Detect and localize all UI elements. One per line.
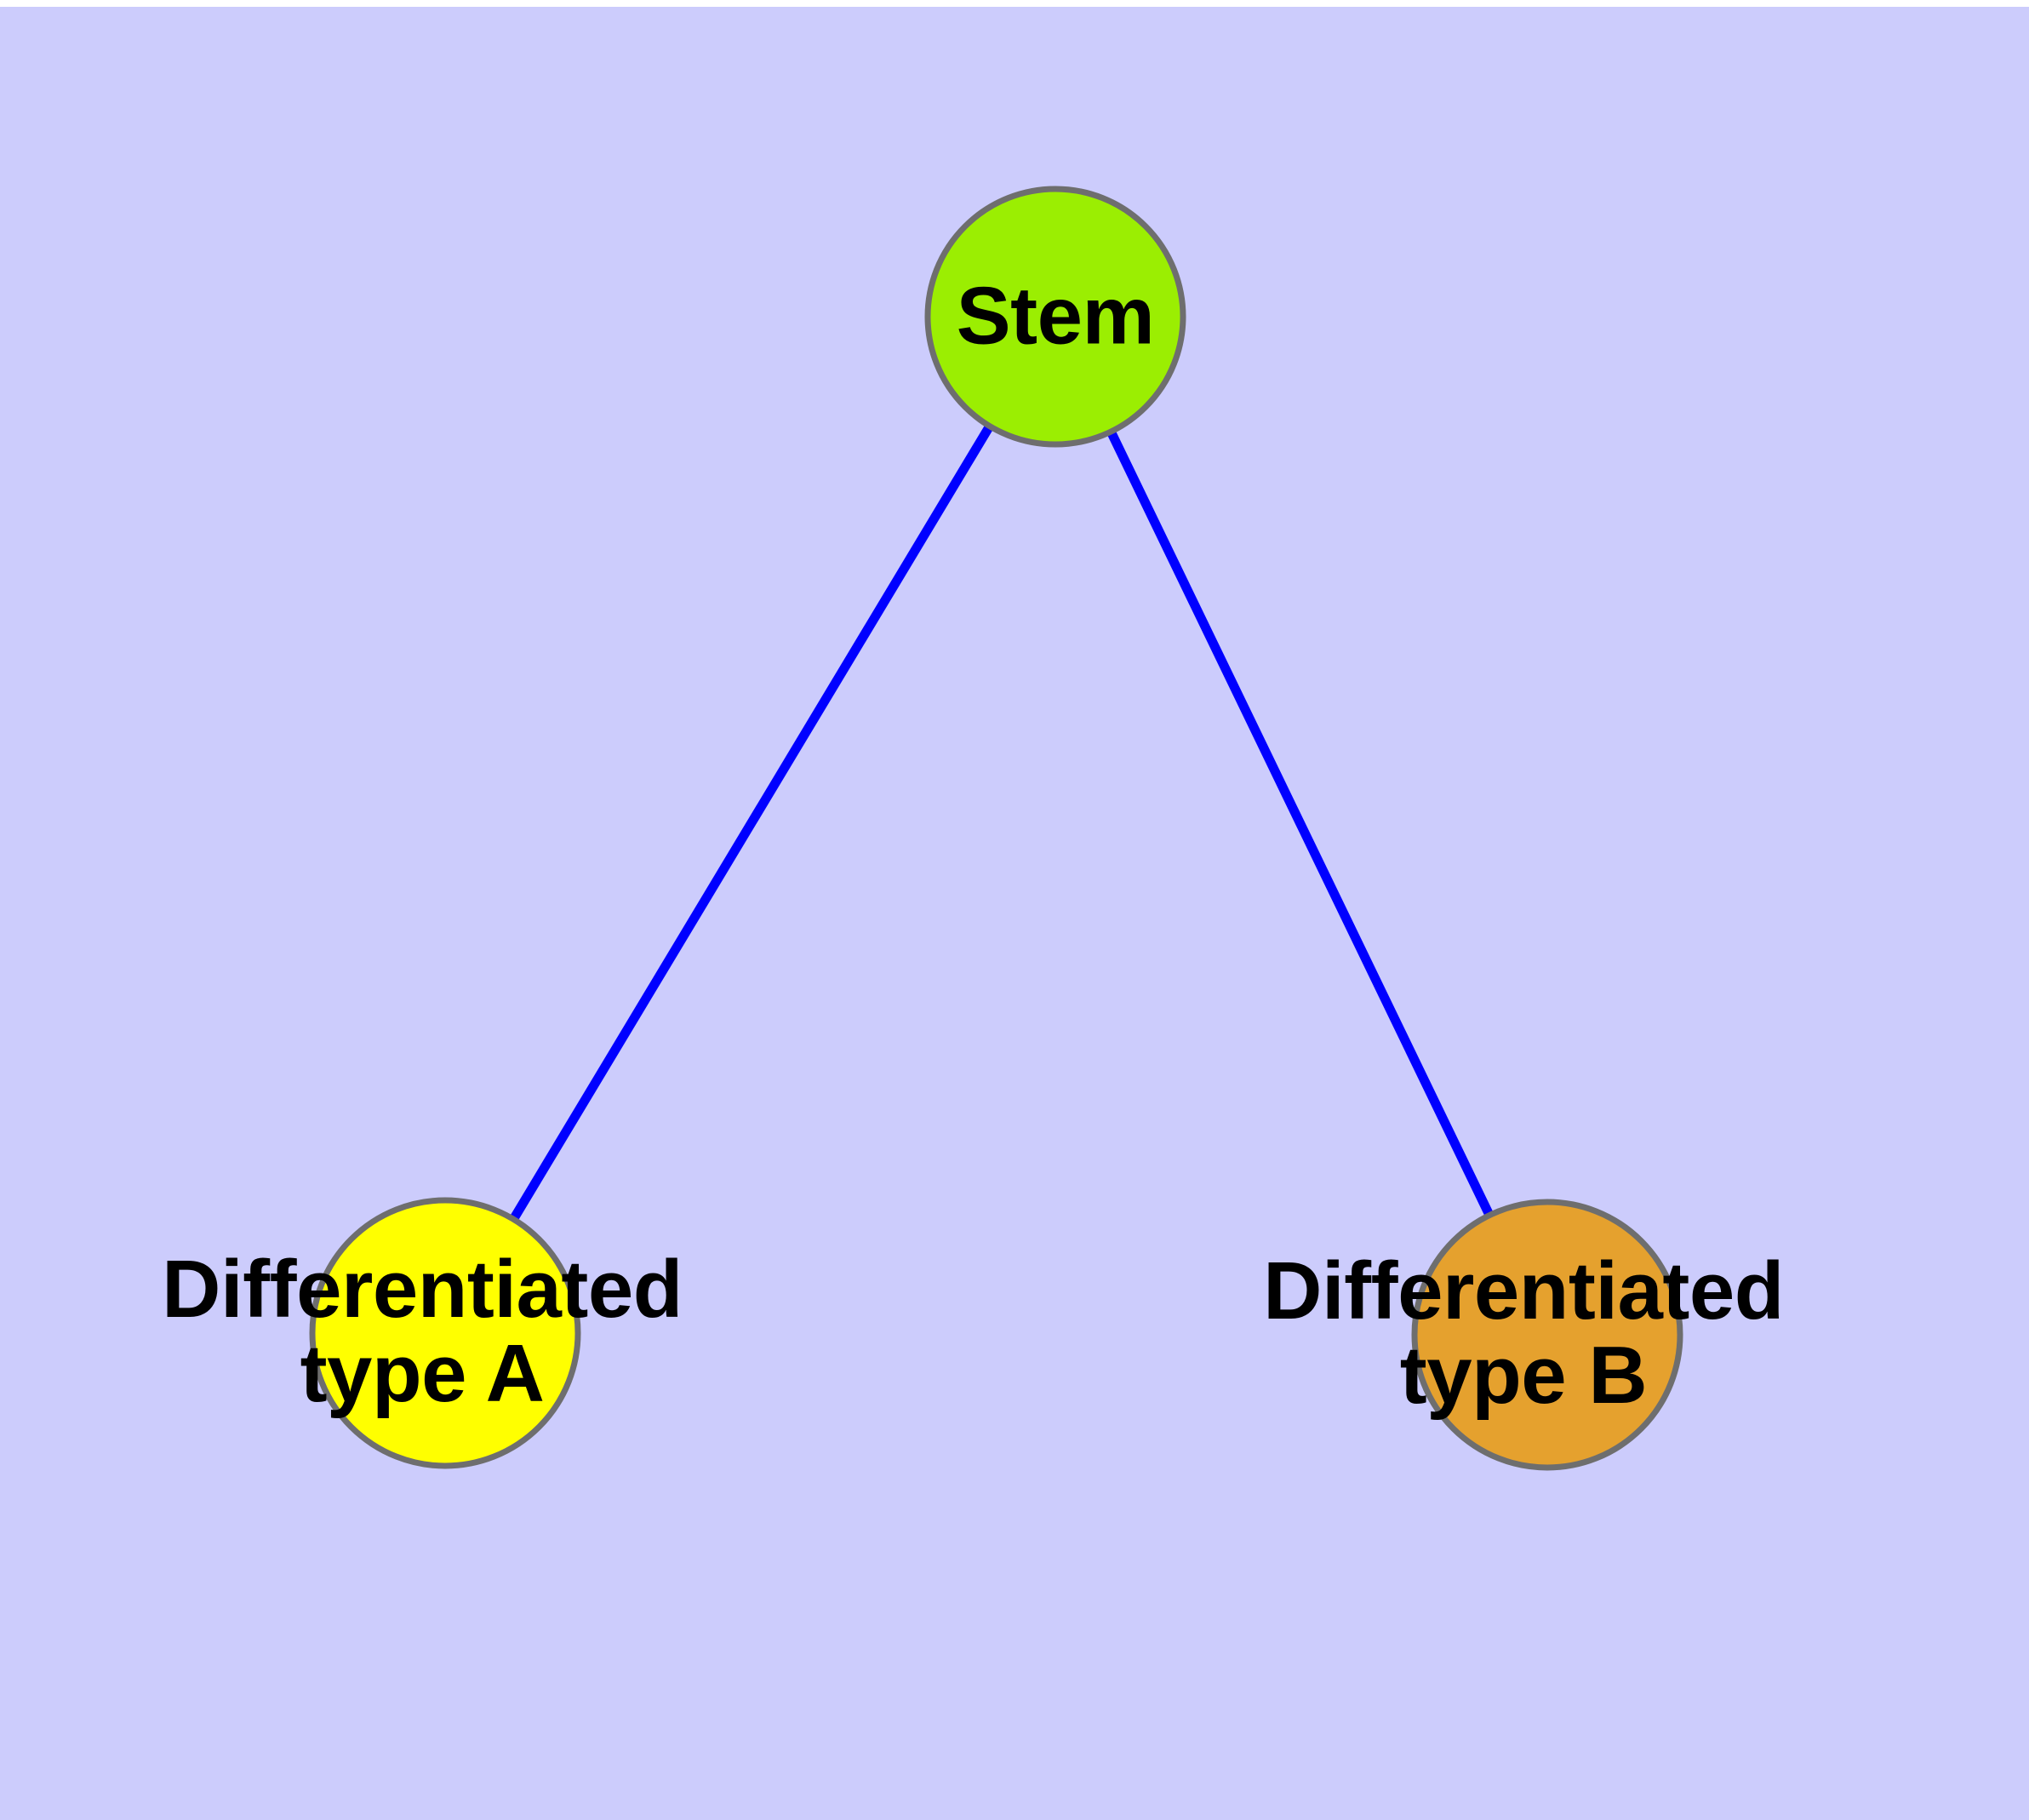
edge-stem-diff-b[interactable] (1051, 314, 1552, 1337)
node-layer (309, 186, 1683, 1471)
node-circle-diff_b[interactable] (1411, 1199, 1683, 1471)
node-circle-stem[interactable] (924, 186, 1186, 448)
edge-layer (441, 314, 1552, 1337)
edge-stem-diff-a[interactable] (441, 314, 1060, 1336)
node-circle-diff_a[interactable] (309, 1197, 581, 1469)
top-margin-strip (0, 0, 2029, 7)
